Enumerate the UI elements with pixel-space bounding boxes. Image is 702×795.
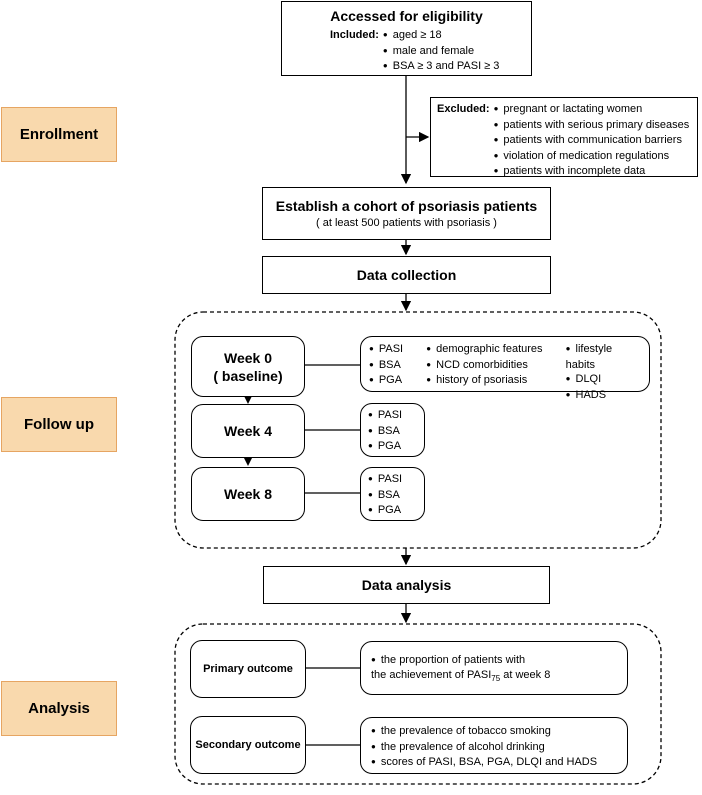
included-item: male and female xyxy=(383,44,500,60)
week8-measures-box: PASI BSA PGA xyxy=(360,467,425,521)
measure-item: BSA xyxy=(369,358,426,374)
primary-outcome-detail-box: ●the proportion of patients with the ach… xyxy=(360,641,628,695)
included-item: aged ≥ 18 xyxy=(383,28,500,44)
excluded-item: patients with serious primary diseases xyxy=(494,118,689,134)
secondary-item: scores of PASI, BSA, PGA, DLQI and HADS xyxy=(371,755,617,771)
data-analysis-label: Data analysis xyxy=(361,577,452,593)
stage-enrollment: Enrollment xyxy=(1,107,117,162)
measure-item: PASI xyxy=(368,472,417,488)
measure-item: BSA xyxy=(368,488,417,504)
primary-line1: ●the proportion of patients with xyxy=(371,654,526,666)
excluded-label: Excluded: xyxy=(437,103,490,115)
exclusion-box: Excluded: pregnant or lactating women pa… xyxy=(430,97,698,177)
week8-box: Week 8 xyxy=(191,467,305,521)
measure-item: PGA xyxy=(368,439,417,455)
week0-col1: PASI BSA PGA xyxy=(369,342,426,386)
analysis-group-border xyxy=(174,623,662,785)
data-collection-box: Data collection xyxy=(262,256,551,294)
data-collection-label: Data collection xyxy=(356,267,457,283)
measure-item: NCD comorbidities xyxy=(426,358,565,374)
measure-item: PGA xyxy=(368,503,417,519)
week0-subtitle: ( baseline) xyxy=(213,367,283,384)
secondary-outcome-label: Secondary outcome xyxy=(195,739,301,751)
week0-col2: demographic features NCD comorbidities h… xyxy=(426,342,565,386)
week0-measures-box: PASI BSA PGA demographic features NCD co… xyxy=(360,336,650,401)
cohort-subtitle: ( at least 500 patients with psoriasis ) xyxy=(316,217,497,229)
secondary-outcome-detail-box: the prevalence of tobacco smoking the pr… xyxy=(360,717,628,774)
week4-list: PASI BSA PGA xyxy=(368,408,417,455)
stage-follow-up: Follow up xyxy=(1,397,117,452)
week4-box: Week 4 xyxy=(191,404,305,458)
primary-line2: the achievement of PASI75 at week 8 xyxy=(371,669,551,684)
eligibility-title: Accessed for eligibility xyxy=(330,8,483,24)
measure-item: HADS xyxy=(566,388,641,404)
included-item: BSA ≥ 3 and PASI ≥ 3 xyxy=(383,59,500,75)
week4-title: Week 4 xyxy=(224,423,272,439)
measure-item: PASI xyxy=(368,408,417,424)
week8-list: PASI BSA PGA xyxy=(368,472,417,519)
secondary-outcome-box: Secondary outcome xyxy=(190,716,306,774)
measure-item: history of psoriasis xyxy=(426,373,565,389)
excluded-item: patients with incomplete data xyxy=(494,164,690,180)
excluded-item: pregnant or lactating women xyxy=(494,102,690,118)
cohort-box: Establish a cohort of psoriasis patients… xyxy=(262,187,551,240)
eligibility-box: Accessed for eligibility Included: aged … xyxy=(281,1,532,76)
included-label: Included: xyxy=(330,29,379,41)
week0-box: Week 0 ( baseline) xyxy=(191,336,305,397)
secondary-item: the prevalence of alcohol drinking xyxy=(371,740,617,756)
measure-item: DLQI xyxy=(566,372,641,388)
excluded-item: patients with communication barriers xyxy=(494,133,690,149)
week0-title: Week 0 xyxy=(224,349,272,366)
included-list: aged ≥ 18 male and female BSA ≥ 3 and PA… xyxy=(383,28,500,75)
week0-col3: lifestyle habits DLQI HADS xyxy=(566,342,641,401)
measure-item: PGA xyxy=(369,373,426,389)
secondary-list: the prevalence of tobacco smoking the pr… xyxy=(371,724,617,771)
data-analysis-box: Data analysis xyxy=(263,566,550,604)
primary-outcome-label: Primary outcome xyxy=(203,663,293,675)
measure-item: PASI xyxy=(369,342,426,358)
secondary-item: the prevalence of tobacco smoking xyxy=(371,724,617,740)
stage-analysis: Analysis xyxy=(1,681,117,736)
measure-item: lifestyle habits xyxy=(566,342,641,372)
primary-outcome-box: Primary outcome xyxy=(190,640,306,698)
week8-title: Week 8 xyxy=(224,486,272,502)
excluded-item: violation of medication regulations xyxy=(494,149,690,165)
week4-measures-box: PASI BSA PGA xyxy=(360,403,425,457)
cohort-title: Establish a cohort of psoriasis patients xyxy=(275,198,538,214)
measure-item: BSA xyxy=(368,424,417,440)
followup-group-border xyxy=(174,311,662,549)
measure-item: demographic features xyxy=(426,342,565,358)
excluded-list: pregnant or lactating women patients wit… xyxy=(494,102,690,177)
